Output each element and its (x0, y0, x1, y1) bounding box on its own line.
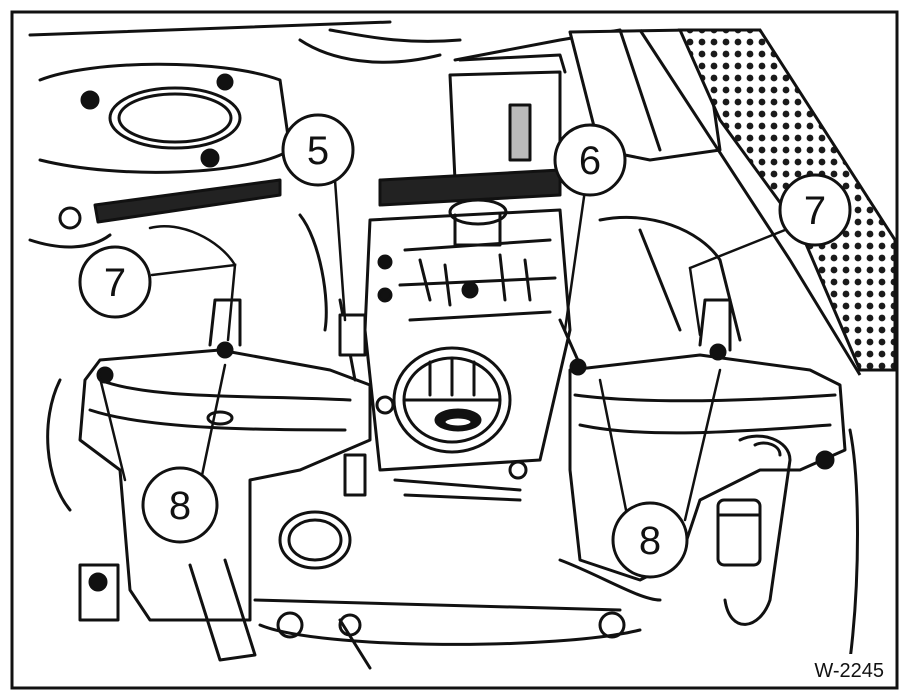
callout-7-right: 7 (778, 173, 852, 247)
callout-5-label: 5 (307, 129, 329, 173)
callout-8-right: 8 (611, 501, 689, 579)
leader-lines (98, 178, 797, 532)
callout-6-label: 6 (579, 139, 601, 183)
callout-7-left-label: 7 (104, 261, 126, 305)
callout-8-left: 8 (141, 466, 219, 544)
callout-8-right-label: 8 (639, 519, 661, 563)
callout-8-left-label: 8 (169, 484, 191, 528)
callout-7-right-label: 7 (804, 189, 826, 233)
figure-id: W-2245 (814, 660, 884, 682)
callout-5: 5 (281, 113, 355, 187)
grille-frame-line (638, 29, 862, 376)
figure-id-background (780, 654, 890, 684)
callout-6: 6 (553, 123, 627, 197)
callout-7-left: 7 (78, 245, 152, 319)
